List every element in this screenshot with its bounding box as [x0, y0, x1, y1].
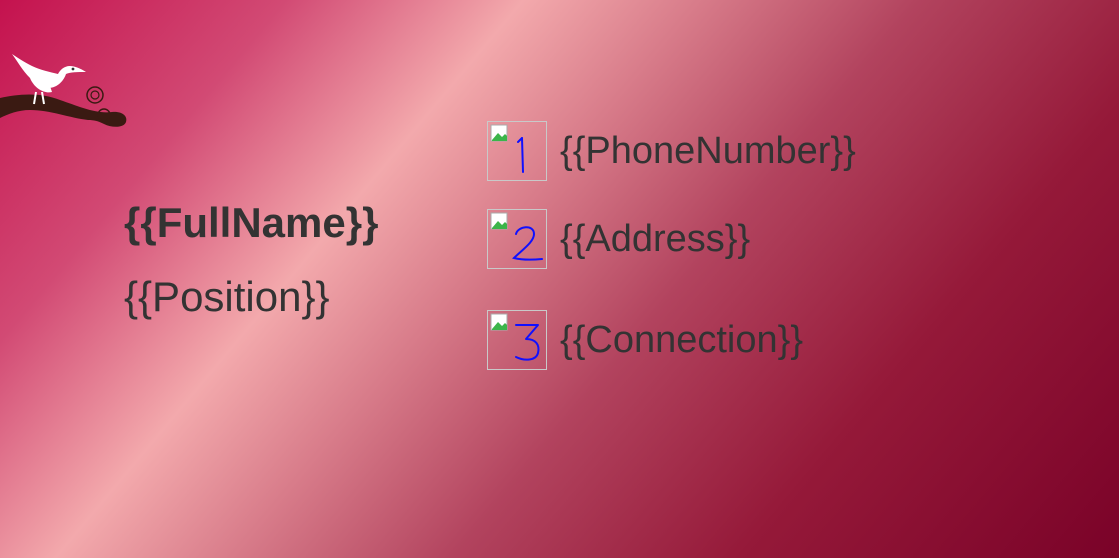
contact-address: {{Address}}	[487, 209, 750, 269]
broken-image-icon	[490, 124, 508, 142]
bird-logo-icon	[0, 54, 127, 127]
connection-text: {{Connection}}	[560, 319, 804, 361]
position-title: {{Position}}	[124, 273, 330, 320]
digit-1-icon	[517, 137, 524, 173]
address-text: {{Address}}	[560, 218, 751, 260]
branch-icon	[0, 94, 127, 127]
broken-image-icon	[490, 212, 508, 230]
broken-image-icon	[490, 313, 508, 331]
address-icon	[487, 209, 547, 269]
connection-icon	[487, 310, 547, 370]
phone-number-icon	[487, 121, 547, 181]
phone-number-text: {{PhoneNumber}}	[560, 130, 856, 172]
name-block: {{FullName}} {{Position}}	[124, 198, 378, 322]
digit-3-icon	[515, 324, 540, 361]
full-name: {{FullName}}	[124, 199, 379, 246]
contact-connection: {{Connection}}	[487, 310, 803, 370]
contact-phone: {{PhoneNumber}}	[487, 121, 856, 181]
digit-2-icon	[512, 226, 543, 261]
